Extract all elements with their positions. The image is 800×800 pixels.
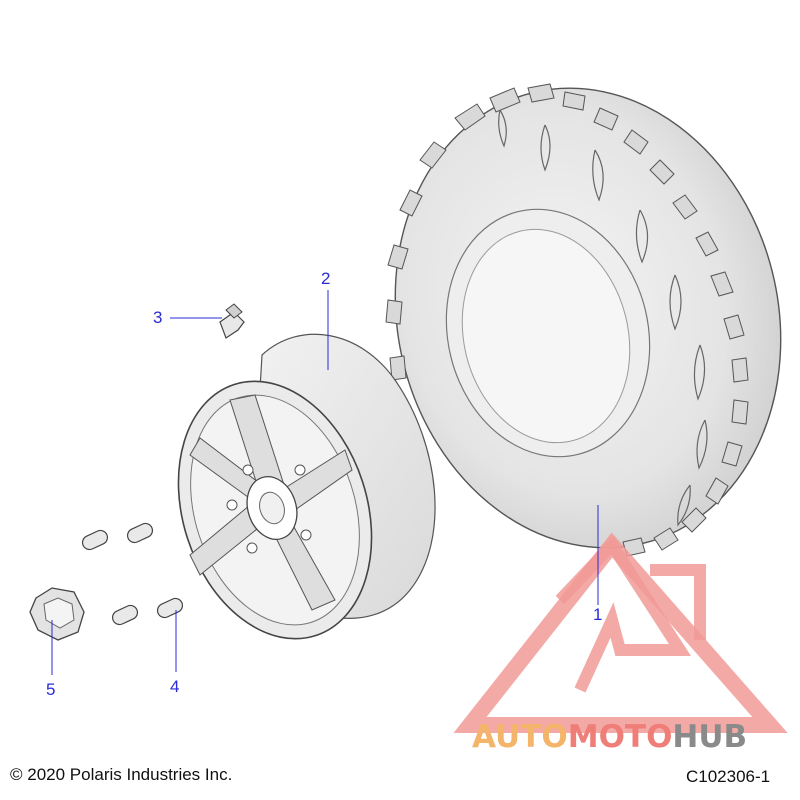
center-cap — [29, 587, 85, 641]
figure-code: C102306-1 — [686, 767, 771, 786]
watermark-part-auto: AUTO — [472, 719, 568, 755]
copyright-text: © 2020 Polaris Industries Inc. — [10, 765, 233, 784]
lug-nuts — [81, 522, 184, 626]
tire — [385, 83, 782, 557]
callout-1: 1 — [593, 605, 603, 624]
tire-lugs — [498, 109, 708, 527]
tire-tread — [385, 83, 749, 557]
callout-3: 3 — [153, 308, 163, 327]
watermark-part-hub: HUB — [672, 719, 748, 755]
watermark-text: AUTOMOTOHUB — [472, 722, 747, 753]
rim — [177, 333, 436, 640]
callout-4: 4 — [170, 677, 180, 696]
callout-2: 2 — [321, 269, 331, 288]
watermark-part-moto: MOTO — [567, 719, 673, 755]
valve-stem — [219, 303, 245, 339]
callout-5: 5 — [46, 680, 56, 699]
watermark-logo — [453, 532, 788, 733]
rim-spokes — [189, 394, 353, 611]
leader-lines — [51, 290, 599, 675]
